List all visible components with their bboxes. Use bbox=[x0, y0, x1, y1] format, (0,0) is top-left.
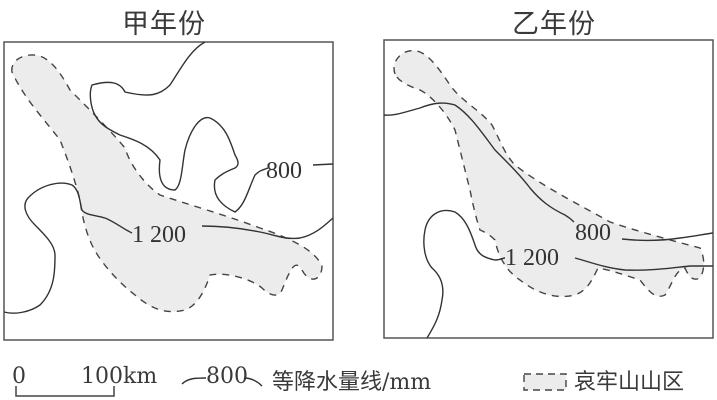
mountain-area-legend-icon bbox=[523, 373, 567, 391]
isoline-1200-yi-right bbox=[574, 257, 713, 271]
isoline-legend-icon-tail bbox=[243, 377, 263, 387]
isoline-label: 等降水量线/mm bbox=[272, 370, 432, 395]
isoline-800-jia bbox=[89, 41, 269, 213]
panel-title-jia: 甲年份 bbox=[122, 9, 206, 40]
label-1200-yi: 1 200 bbox=[505, 245, 559, 271]
isoline-800-yi bbox=[383, 102, 575, 223]
scale-max: 100km bbox=[81, 364, 158, 389]
map-yi: 800 1 200 bbox=[383, 39, 714, 339]
ailao-mountain-area bbox=[11, 54, 323, 313]
isoline-1200-yi bbox=[423, 209, 506, 339]
label-800-jia: 800 bbox=[266, 158, 302, 184]
legend: 0 100km 800 等降水量线/mm 哀牢山山区 bbox=[0, 362, 717, 400]
map-jia: 800 1 200 bbox=[3, 41, 334, 341]
map-frame bbox=[3, 41, 334, 341]
scale-zero: 0 bbox=[12, 364, 26, 389]
isoline-800-jia-tail bbox=[312, 163, 334, 166]
label-1200-jia: 1 200 bbox=[132, 222, 186, 248]
isoline-800-yi-right bbox=[621, 232, 714, 242]
label-800-yi: 800 bbox=[575, 220, 611, 246]
isoline-1200-jia-right bbox=[201, 217, 334, 240]
ailao-mountain-area bbox=[393, 49, 705, 298]
isoline-1200-jia bbox=[3, 182, 133, 314]
isoline-sample-value: 800 bbox=[206, 364, 248, 389]
isoline-legend-icon bbox=[181, 377, 207, 385]
map-frame bbox=[383, 39, 714, 339]
panel-title-yi: 乙年份 bbox=[512, 9, 596, 40]
mountain-area-label: 哀牢山山区 bbox=[574, 370, 685, 395]
scale-bar bbox=[15, 386, 115, 397]
